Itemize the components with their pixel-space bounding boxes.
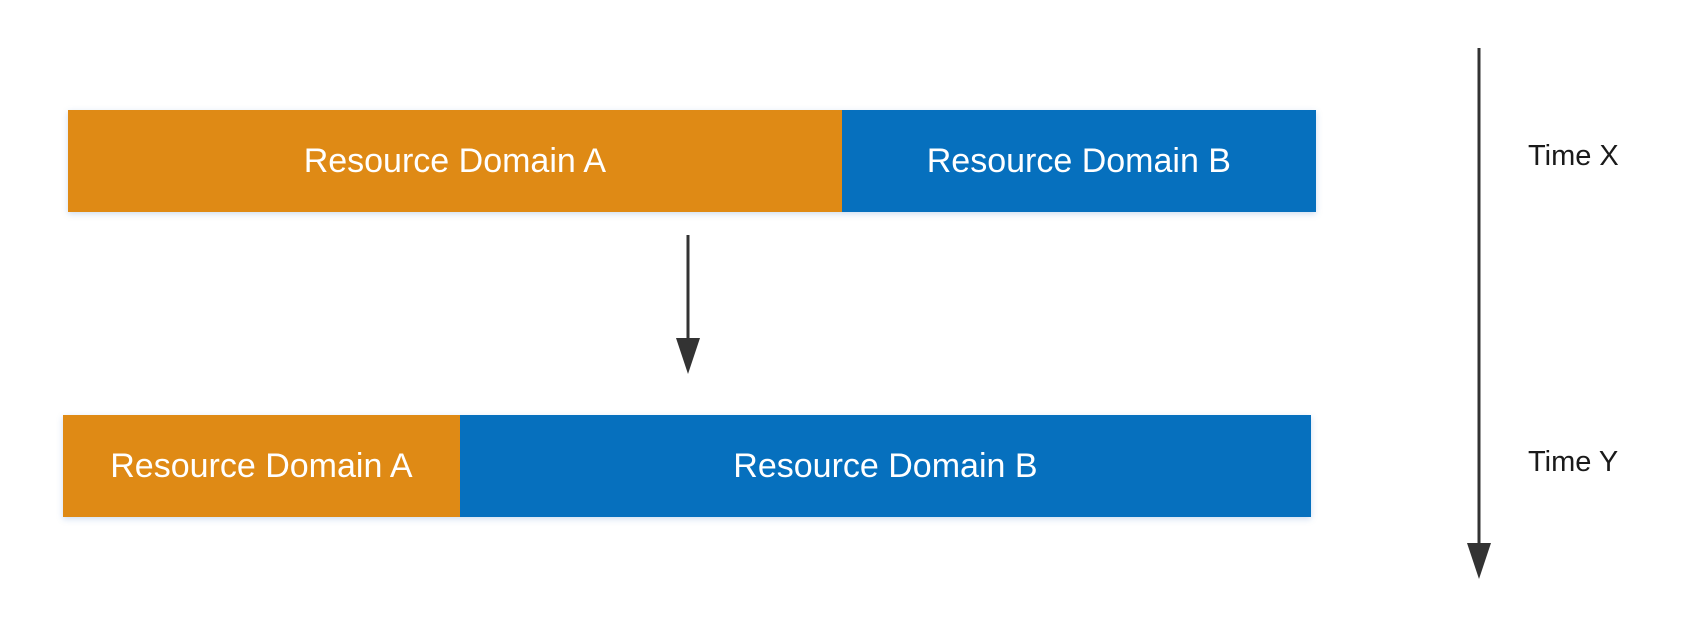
timeline-arrow (1467, 48, 1491, 579)
segment-label: Resource Domain A (303, 141, 607, 180)
segment-domain-b-time-y: Resource Domain B (459, 415, 1311, 517)
segment-domain-b-time-x: Resource Domain B (841, 110, 1316, 212)
allocation-bar-time-x: Resource Domain A Resource Domain B (68, 110, 1316, 212)
time-x-label: Time X (1528, 140, 1619, 172)
segment-label: Resource Domain A (110, 446, 413, 485)
allocation-bar-time-y: Resource Domain A Resource Domain B (63, 415, 1311, 517)
transition-arrow (676, 235, 700, 374)
segment-domain-a-time-x: Resource Domain A (68, 110, 842, 212)
segment-label: Resource Domain B (733, 446, 1038, 485)
time-y-label: Time Y (1528, 446, 1619, 478)
segment-domain-a-time-y: Resource Domain A (63, 415, 460, 517)
segment-label: Resource Domain B (926, 141, 1231, 180)
